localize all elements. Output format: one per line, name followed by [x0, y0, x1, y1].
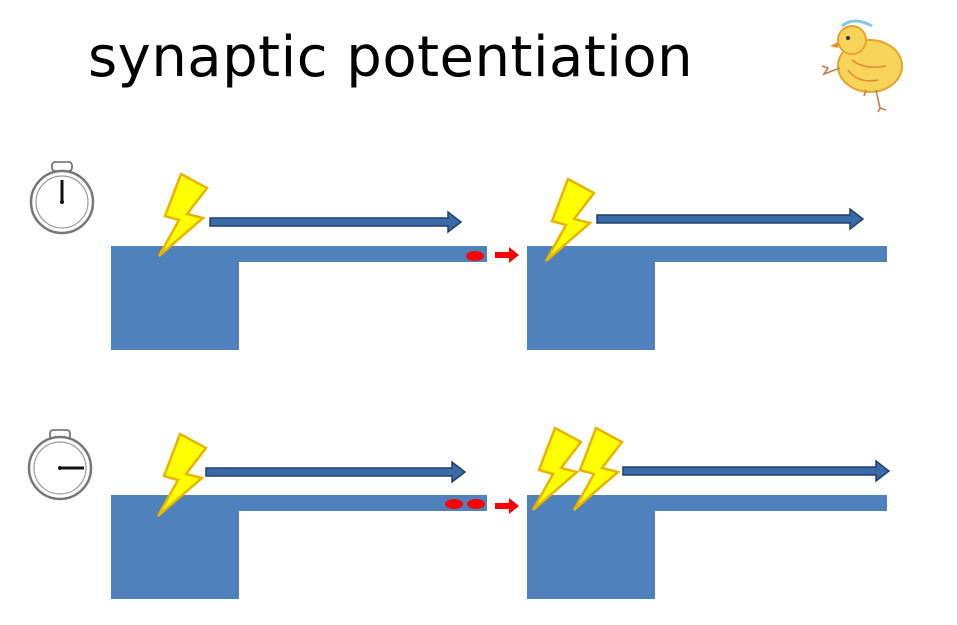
- chick-drawing-icon: [821, 19, 903, 113]
- conduction-arrow: [209, 210, 463, 234]
- postsynaptic-neuron: [527, 495, 887, 599]
- conduction-arrow: [622, 459, 891, 483]
- presynaptic-neuron: [111, 495, 487, 599]
- transmit-arrow: [495, 247, 519, 263]
- row-1: [29, 161, 887, 350]
- conduction-arrow: [596, 207, 865, 231]
- stopwatch-icon: [27, 429, 93, 501]
- postsynaptic-neuron: [527, 246, 887, 350]
- lightning-icon: [157, 172, 209, 258]
- neurotransmitter-dot: [466, 251, 484, 261]
- transmit-arrow: [495, 498, 519, 514]
- presynaptic-neuron: [111, 246, 487, 350]
- stopwatch-icon: [29, 161, 95, 235]
- row-2: [27, 426, 891, 599]
- slide-title: synaptic potentiation: [88, 25, 694, 90]
- neurotransmitter-dot: [467, 499, 485, 509]
- neurotransmitter-dot: [445, 499, 463, 509]
- conduction-arrow: [205, 460, 467, 484]
